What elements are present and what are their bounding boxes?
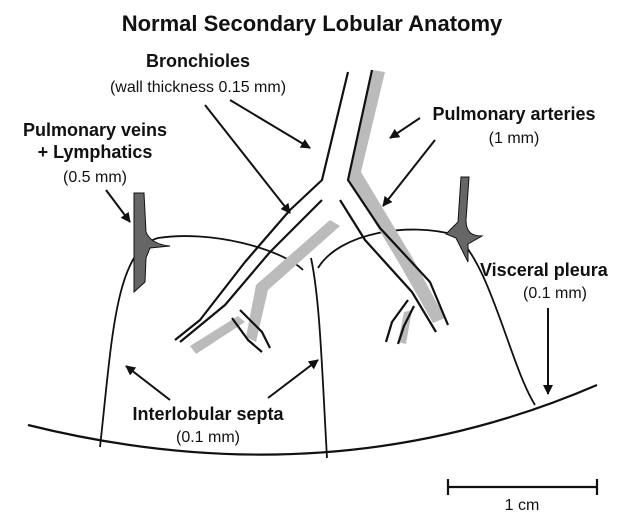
interlobular-septum-center [311, 258, 327, 458]
arrow-arteries-lower [383, 140, 435, 206]
visceral-pleura-name: Visceral pleura [480, 260, 609, 280]
pulmonary-artery-left-branch [246, 220, 340, 342]
arrow-bronchioles-lower [205, 105, 290, 213]
diagram-title: Normal Secondary Lobular Anatomy [122, 11, 503, 36]
visceral-pleura-detail: (0.1 mm) [523, 285, 587, 302]
label-interlobular-septa: Interlobular septa (0.1 mm) [132, 404, 284, 446]
pulmonary-arteries-name: Pulmonary arteries [432, 104, 595, 124]
label-pulmonary-veins: Pulmonary veins + Lymphatics (0.5 mm) [23, 120, 167, 186]
label-pulmonary-arteries: Pulmonary arteries (1 mm) [432, 104, 595, 147]
label-visceral-pleura: Visceral pleura (0.1 mm) [480, 260, 609, 302]
pulmonary-arteries-detail: (1 mm) [489, 130, 540, 147]
pulmonary-veins-name: Pulmonary veins [23, 120, 167, 140]
arrow-septa-left [126, 366, 170, 400]
scale-bar: 1 cm [448, 479, 597, 513]
arrow-bronchioles-upper [230, 100, 310, 148]
bronchioles-name: Bronchioles [146, 51, 250, 71]
interlobular-septa-name: Interlobular septa [132, 404, 284, 424]
pulmonary-vein-right [446, 177, 482, 262]
arrow-septa-right [268, 360, 318, 398]
pulmonary-veins-name-line2: + Lymphatics [38, 142, 153, 162]
arrow-arteries-upper [390, 118, 420, 138]
label-bronchioles: Bronchioles (wall thickness 0.15 mm) [110, 51, 286, 96]
pleural-surface [28, 385, 597, 455]
scale-bar-label: 1 cm [505, 497, 540, 513]
bronchioles-detail: (wall thickness 0.15 mm) [110, 79, 286, 96]
pulmonary-vein-left [134, 193, 170, 292]
bronchial-tree [175, 70, 448, 352]
interlobular-septa-detail: (0.1 mm) [176, 429, 240, 446]
pulmonary-veins-detail: (0.5 mm) [63, 169, 127, 186]
arrow-veins [106, 190, 130, 222]
